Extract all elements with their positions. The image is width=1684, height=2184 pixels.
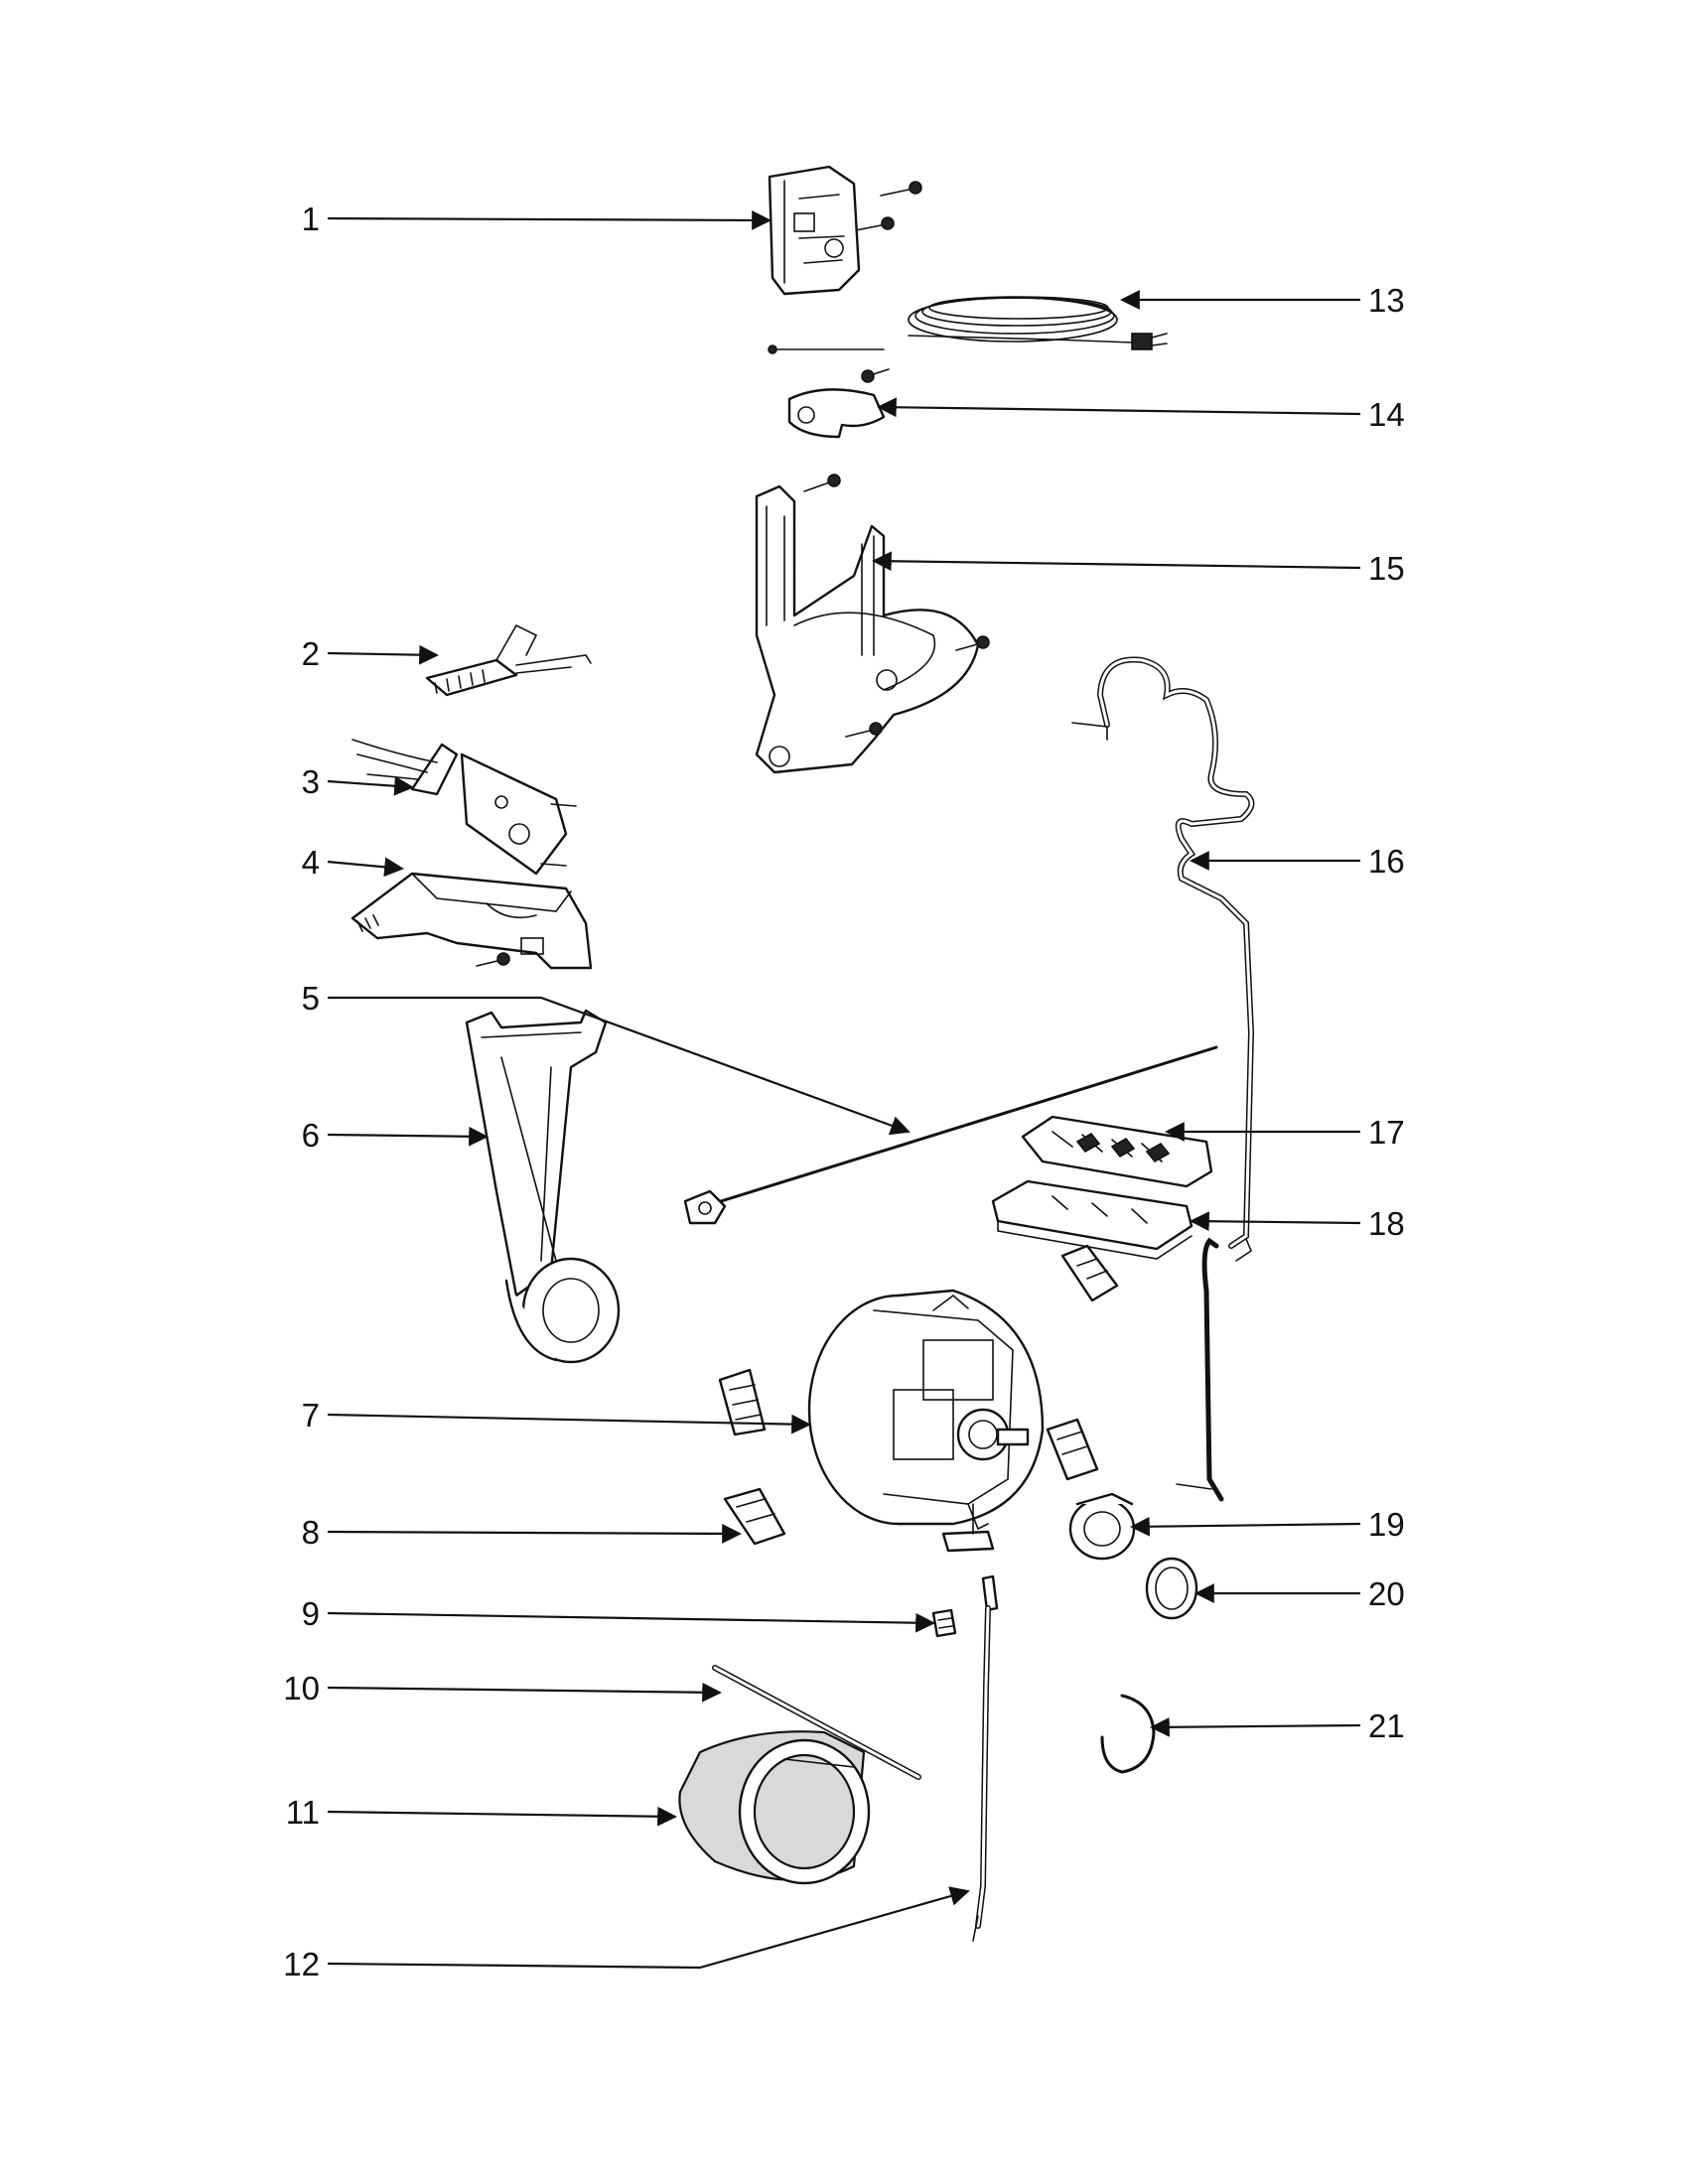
part-6-handle-tube	[465, 1009, 621, 1364]
part-16-wire-harness	[1071, 656, 1255, 1502]
callout-20: 20	[1368, 1575, 1405, 1612]
callout-13: 13	[1368, 282, 1405, 319]
callout-9: 9	[302, 1595, 320, 1632]
callout-1: 1	[302, 201, 320, 237]
part-15-handle-housing	[755, 474, 990, 774]
part-2-switch-lever	[425, 623, 592, 697]
part-5-rod	[683, 1045, 1218, 1225]
part-17-brush-holder	[1021, 1115, 1213, 1188]
part-1-switch-bracket	[768, 165, 861, 296]
callout-6: 6	[302, 1117, 320, 1154]
callout-2: 2	[302, 635, 320, 672]
part-9-screw	[931, 1608, 957, 1638]
part-motor-brush-right-lower	[1046, 1418, 1099, 1481]
callout-5: 5	[302, 980, 320, 1017]
part-10-rod	[712, 1665, 921, 1780]
part-20-washer	[1145, 1557, 1198, 1620]
part-8-brush	[723, 1487, 786, 1546]
callout-17: 17	[1368, 1114, 1405, 1151]
part-11-roller-drum	[678, 1730, 871, 1885]
callout-10: 10	[283, 1670, 320, 1706]
callout-7: 7	[302, 1397, 320, 1433]
callout-14: 14	[1368, 396, 1405, 433]
part-1-screws	[855, 181, 922, 231]
part-21-retaining-ring	[1100, 1694, 1156, 1774]
part-19-bearing-housing	[1068, 1492, 1136, 1561]
part-12-strap	[972, 1574, 999, 1942]
leader-lines	[327, 210, 1361, 1970]
callout-12: 12	[283, 1946, 320, 1982]
callout-3: 3	[302, 763, 320, 800]
part-18-bottom-plate	[991, 1179, 1193, 1260]
part-motor-brush-left-upper	[718, 1368, 767, 1436]
callout-15: 15	[1368, 550, 1405, 587]
part-3-switch-plate	[351, 739, 577, 876]
callout-11: 11	[286, 1794, 320, 1831]
part-13-power-cord	[768, 296, 1168, 354]
part-14-cord-clip	[787, 368, 890, 439]
callout-21: 21	[1368, 1707, 1405, 1744]
callout-18: 18	[1368, 1205, 1405, 1242]
callout-4: 4	[302, 844, 320, 881]
callout-8: 8	[302, 1514, 320, 1551]
part-motor-brush-right-upper	[1060, 1244, 1119, 1302]
part-7-motor-assembly	[807, 1289, 1045, 1553]
callout-numbers: 1 2 3 4 5 6 7 8 9 10 11 12 13 14 15 16 1…	[283, 201, 1404, 1982]
callout-19: 19	[1368, 1506, 1405, 1543]
part-4-switch-base	[351, 872, 593, 970]
callout-16: 16	[1368, 843, 1405, 880]
